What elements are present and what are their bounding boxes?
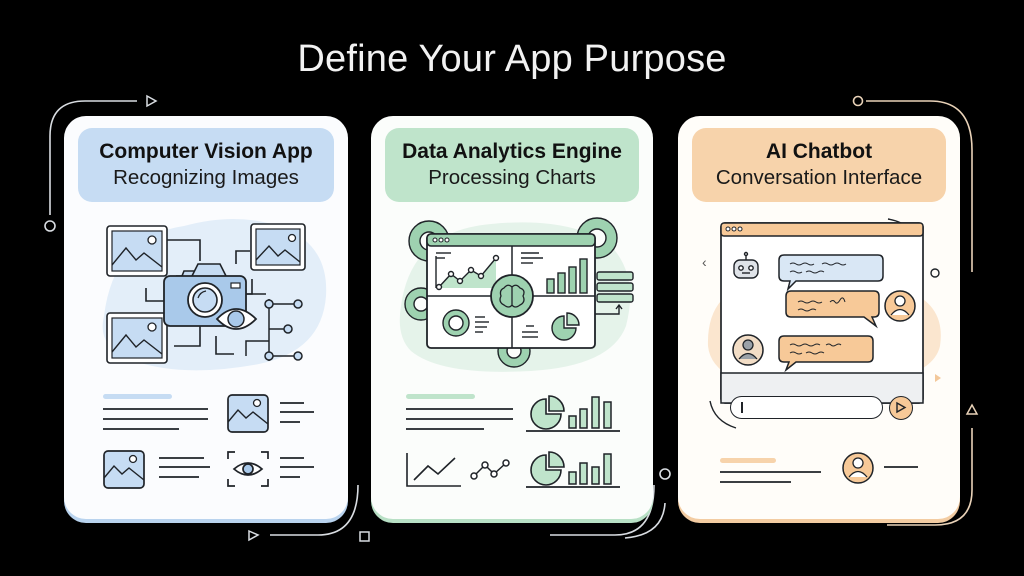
card-title: Computer Vision App <box>99 140 313 163</box>
image-icon <box>106 312 168 364</box>
card-computer-vision[interactable]: Computer Vision App Recognizing Images <box>64 116 348 519</box>
card-ai-chatbot[interactable]: AI Chatbot Conversation Interface ‹ <box>678 116 960 519</box>
text-cursor <box>741 402 743 413</box>
chevron-left-icon: ‹ <box>702 254 707 270</box>
bar-chart-icon <box>521 252 588 294</box>
circle-node-icon <box>44 220 56 232</box>
computer-vision-illustration <box>102 218 327 489</box>
camera-icon <box>163 263 247 327</box>
pie-chart-icon <box>522 312 580 341</box>
image-icon <box>106 225 168 277</box>
card-data-analytics[interactable]: Data Analytics Engine Processing Charts <box>371 116 653 519</box>
card-header: Computer Vision App Recognizing Images <box>78 128 334 202</box>
user-avatar-icon <box>842 452 874 484</box>
chat-message-input[interactable] <box>730 396 883 419</box>
robot-icon <box>733 251 759 279</box>
image-icon <box>250 223 306 271</box>
user-avatar-icon <box>732 334 764 366</box>
donut-chart-icon <box>442 309 489 337</box>
square-node-icon <box>359 531 370 542</box>
chat-bubble-icon <box>778 254 884 292</box>
node-network-icon <box>245 293 303 361</box>
chat-bubble-icon <box>785 290 880 329</box>
image-icon <box>227 394 269 433</box>
card-title: Data Analytics Engine <box>402 140 622 163</box>
line-chart-icon <box>435 252 500 291</box>
user-avatar-icon <box>884 290 916 322</box>
image-icon <box>103 450 145 489</box>
brain-icon <box>490 274 534 318</box>
play-triangle-icon <box>248 529 260 542</box>
eye-scan-icon <box>227 451 269 487</box>
card-subtitle: Recognizing Images <box>113 166 299 189</box>
send-icon <box>896 401 907 414</box>
line-nodes-icon <box>470 459 510 480</box>
line-chart-icon <box>406 453 461 487</box>
card-header: AI Chatbot Conversation Interface <box>692 128 946 202</box>
chat-bubble-icon <box>778 335 874 373</box>
bar-chart-icon <box>568 453 612 485</box>
ai-chatbot-list <box>720 452 918 484</box>
card-title: AI Chatbot <box>765 140 873 163</box>
page-title: Define Your App Purpose <box>297 38 727 80</box>
card-header: Data Analytics Engine Processing Charts <box>385 128 639 202</box>
play-triangle-icon <box>146 94 158 108</box>
circle-node-icon <box>659 468 671 480</box>
pie-chart-icon <box>530 451 565 486</box>
send-button[interactable] <box>889 396 913 420</box>
data-analytics-illustration <box>399 217 634 488</box>
triangle-node-icon <box>965 403 979 415</box>
eye-icon <box>215 308 258 330</box>
card-subtitle: Processing Charts <box>428 166 596 189</box>
ai-chatbot-illustration: ‹ <box>702 218 941 429</box>
circle-node-icon <box>852 95 864 107</box>
pie-chart-icon <box>530 395 565 430</box>
server-stack-icon <box>595 271 634 315</box>
bar-chart-icon <box>568 396 612 429</box>
card-subtitle: Conversation Interface <box>715 166 923 189</box>
